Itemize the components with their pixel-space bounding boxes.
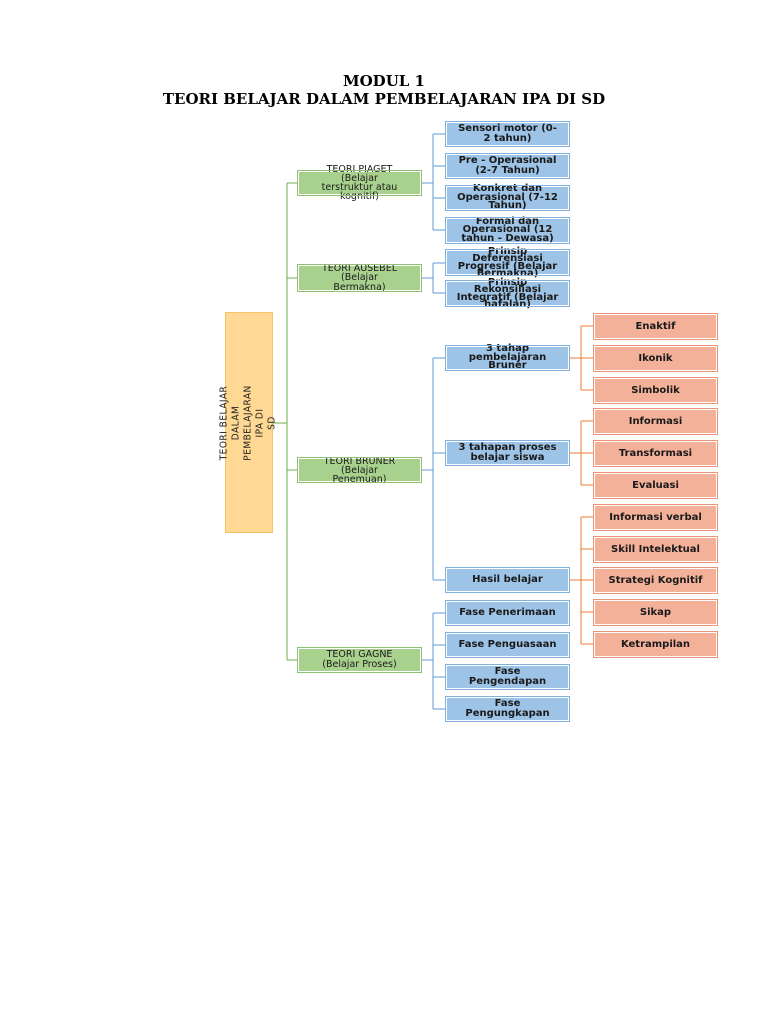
node-ketrampilan: Ketrampilan [593,631,718,658]
node-transformasi: Transformasi [593,440,718,467]
node-skill-intelektual: Skill Intelektual [593,536,718,563]
bruner-connectors [569,325,594,645]
root-node: TEORI BELAJAR DALAM PEMBELAJARAN IPA DI … [219,312,278,533]
theory-connectors [421,133,446,710]
node-sikap: Sikap [593,599,718,626]
node-informasi: Informasi [593,408,718,435]
node-teori-bruner: TEORI BRUNER (Belajar Penemuan) [297,456,422,484]
node-evaluasi: Evaluasi [593,472,718,499]
node-pre-operasional: Pre - Operasional (2-7 Tahun) [445,153,570,179]
node-fase-pengungkapan: Fase Pengungkapan [445,696,570,722]
node-tahapan-proses-belajar: 3 tahapan proses belajar siswa [445,440,570,466]
node-konkret-operasional: Konkret dan Operasional (7-12 Tahun) [445,184,570,211]
root-connectors [273,182,298,661]
node-ikonik: Ikonik [593,345,718,372]
node-fase-pengendapan: Fase Pengendapan [445,664,570,690]
node-hasil-belajar: Hasil belajar [445,567,570,593]
node-simbolik: Simbolik [593,377,718,404]
node-fase-penguasaan: Fase Penguasaan [445,632,570,658]
node-informasi-verbal: Informasi verbal [593,504,718,531]
module-number: MODUL 1 [343,72,425,90]
node-fase-penerimaan: Fase Penerimaan [445,600,570,626]
root-node-label: TEORI BELAJAR DALAM PEMBELAJARAN IPA DI … [219,384,278,461]
node-teori-ausebel: TEORI AUSEBEL (Belajar Bermakna) [297,264,422,292]
node-tahap-pembelajaran-bruner: 3 tahap pembelajaran Bruner [445,344,570,371]
node-enaktif: Enaktif [593,313,718,340]
node-rekonsiliasi-integratif: Prinsip Rekonsiliasi Integratif (Belajar… [445,277,570,310]
page-title: TEORI BELAJAR DALAM PEMBELAJARAN IPA DI … [162,90,606,108]
node-strategi-kognitif: Strategi Kognitif [593,567,718,594]
node-formal-operasional: Formal dan Operasional (12 tahun - Dewas… [445,216,570,244]
node-teori-gagne: TEORI GAGNE (Belajar Proses) [297,647,422,673]
node-deferensiasi-progresif: Prinsip Deferensiasi Progresif (Belajar … [445,246,570,279]
node-sensori-motor: Sensori motor (0- 2 tahun) [445,121,570,147]
node-teori-piaget: TEORI PIAGET (Belajar terstruktur atau k… [297,165,422,201]
